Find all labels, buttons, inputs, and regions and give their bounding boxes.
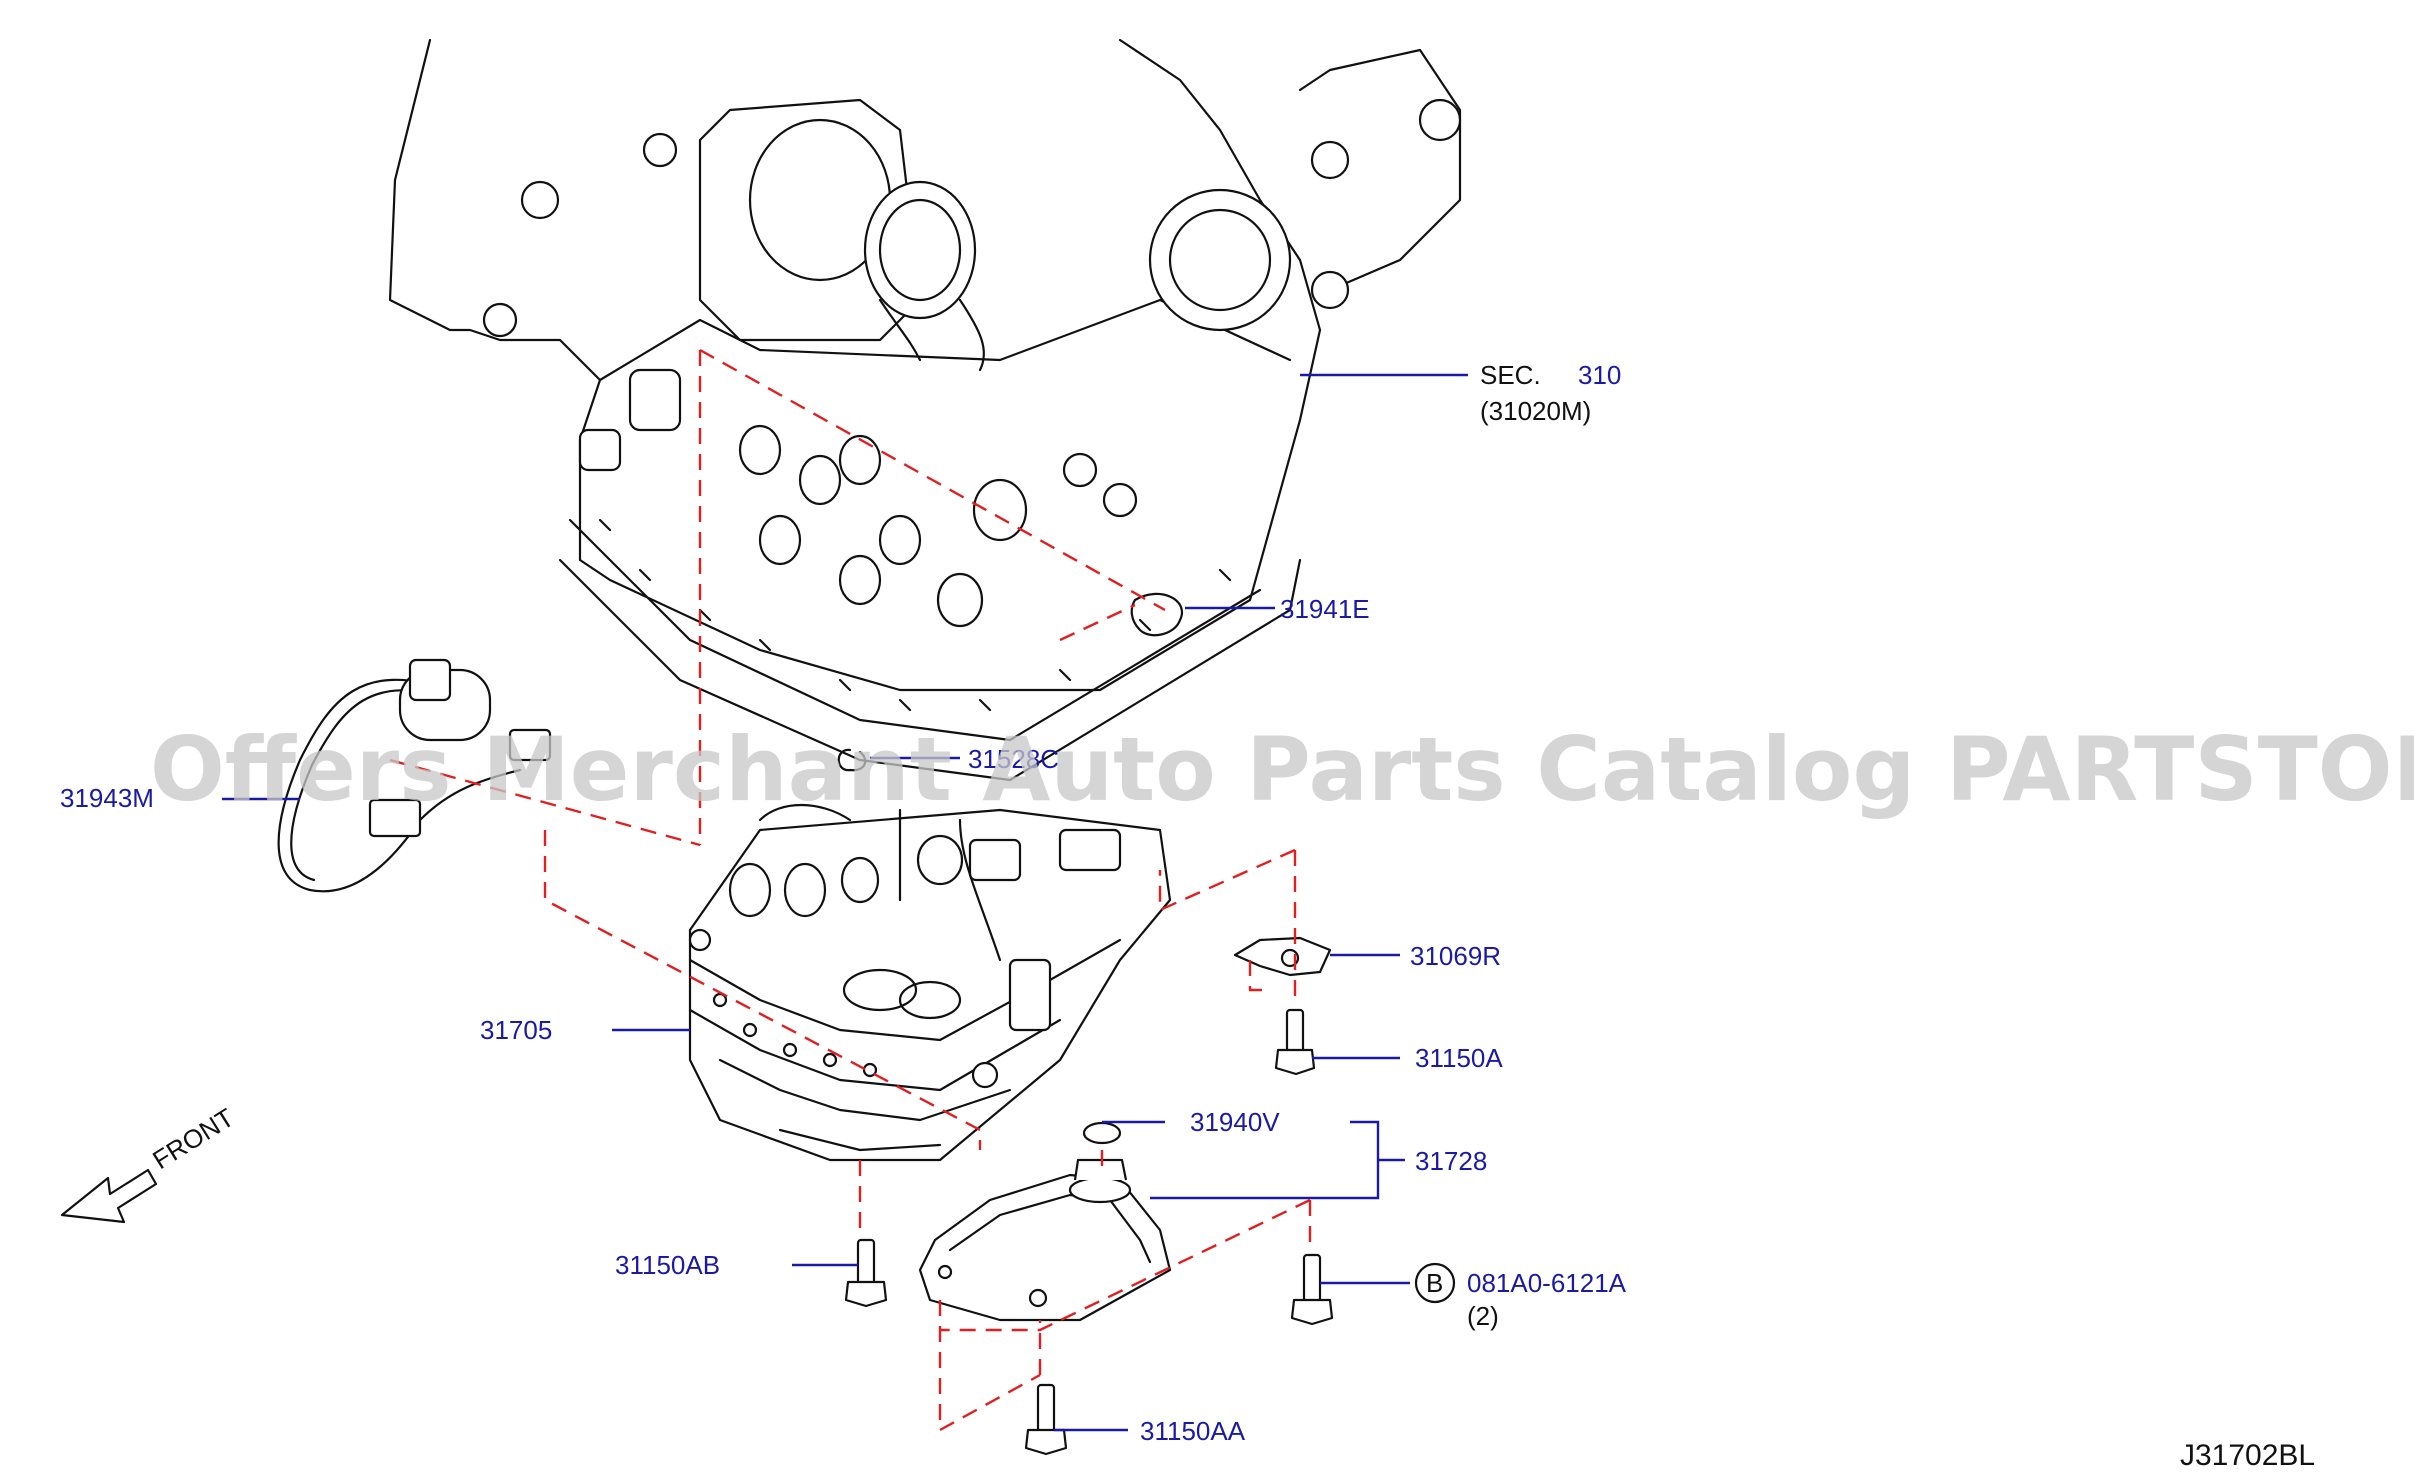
sec-ref-number[interactable]: 310 [1578, 360, 1621, 390]
watermark: Offers Merchant Auto Parts Catalog PARTS… [150, 718, 2414, 821]
bolt-31150aa [1024, 1383, 1068, 1456]
bolt-callout-letter: B [1426, 1268, 1443, 1298]
seal-ring-31528c [837, 748, 867, 772]
bolt-qty-label: (2) [1467, 1301, 1499, 1331]
sec-ref-prefix: SEC. [1480, 360, 1541, 390]
part-label-31528c[interactable]: 31528C [968, 744, 1059, 774]
bolt-31150ab [844, 1238, 888, 1308]
part-label-31069r[interactable]: 31069R [1410, 941, 1501, 971]
part-label-31941e[interactable]: 31941E [1280, 594, 1370, 624]
part-label-31728[interactable]: 31728 [1415, 1146, 1487, 1176]
bolt-31150a [1274, 1008, 1316, 1076]
front-label: FRONT [147, 1102, 239, 1175]
bolt-081a0-6121a [1290, 1253, 1334, 1326]
leader-lines [222, 373, 1468, 1432]
o-ring-31941e [1130, 592, 1183, 637]
diagram-code: J31702BL [2180, 1439, 2315, 1472]
sec-ref-sub: (31020M) [1480, 396, 1591, 426]
assembly-dashed-lines [389, 348, 1312, 1433]
part-label-31150a[interactable]: 31150A [1415, 1043, 1503, 1073]
bolt-callout-circle [1414, 1262, 1456, 1304]
part-label-081a0-6121a[interactable]: 081A0-6121A [1467, 1268, 1627, 1298]
harness-31943m [277, 658, 552, 893]
front-arrow [60, 1168, 158, 1224]
part-label-31943m[interactable]: 31943M [60, 783, 154, 813]
valve-body [688, 804, 1172, 1162]
bracket-31069r [1233, 936, 1332, 977]
part-label-31940v[interactable]: 31940V [1190, 1107, 1280, 1137]
seal-31940v [1082, 1121, 1122, 1145]
part-label-31150ab[interactable]: 31150AB [615, 1250, 720, 1280]
transmission-case [388, 38, 1462, 782]
part-label-31705[interactable]: 31705 [480, 1015, 552, 1045]
part-label-31150aa[interactable]: 31150AA [1140, 1416, 1246, 1446]
oil-strainer-31728 [918, 1158, 1172, 1322]
